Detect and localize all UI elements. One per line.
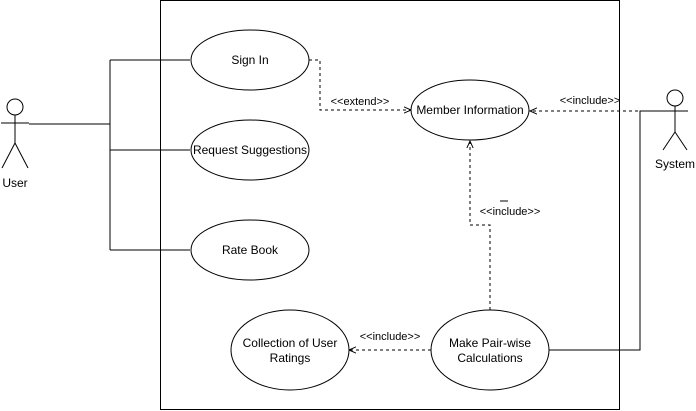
user-associations <box>29 59 190 251</box>
use-case-sign-in-label: Sign In <box>231 53 268 67</box>
system-actor-head <box>666 89 684 107</box>
use-case-request-suggestions[interactable]: Request Suggestions <box>190 119 310 181</box>
include-system-label: <<include>> <box>560 95 621 107</box>
use-case-pairwise-label-line1: Make Pair-wise <box>449 336 531 350</box>
extend-relation-label: <<extend>> <box>331 96 390 108</box>
system-boundary <box>160 0 620 410</box>
use-case-pairwise-label-line2: Calculations <box>457 351 522 365</box>
use-case-collection-label-line1: Collection of User <box>243 336 338 350</box>
system-association <box>549 110 675 351</box>
user-actor[interactable]: User <box>1 98 29 190</box>
include-pairwise-member-label: <<include>> <box>480 206 541 218</box>
user-actor-label: User <box>2 176 27 190</box>
use-case-member-information[interactable]: Member Information <box>410 79 530 141</box>
use-case-request-suggestions-label: Request Suggestions <box>193 143 307 157</box>
system-actor[interactable]: System <box>655 89 695 171</box>
include-pairwise-collection-label: <<include>> <box>360 331 421 343</box>
include-pairwise-member-line <box>470 141 491 310</box>
use-case-make-pairwise-calculations[interactable]: Make Pair-wise Calculations <box>430 309 550 391</box>
system-actor-label: System <box>655 157 695 171</box>
extend-relation-line <box>309 59 411 110</box>
use-case-collection-of-user-ratings[interactable]: Collection of User Ratings <box>230 309 350 391</box>
use-case-rate-book-label: Rate Book <box>222 243 279 257</box>
use-case-rate-book[interactable]: Rate Book <box>190 219 310 281</box>
use-case-member-information-label: Member Information <box>416 103 523 117</box>
use-case-sign-in[interactable]: Sign In <box>190 29 310 91</box>
user-actor-head <box>6 98 24 116</box>
use-case-collection-label-line2: Ratings <box>270 351 311 365</box>
